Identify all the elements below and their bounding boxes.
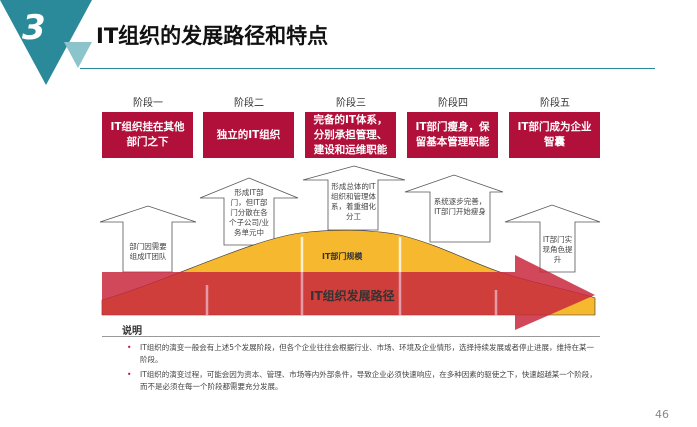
up-arrow-2 xyxy=(199,177,299,246)
stage-box-4: IT部门瘦身，保留基本管理职能 xyxy=(407,112,498,158)
stage-note-1: 部门因需要组成IT团队 xyxy=(129,242,167,261)
stage-note-5: IT部门实现角色提升 xyxy=(542,235,573,264)
stage-note-4: 系统逐步完善，IT部门开始瘦身 xyxy=(433,197,487,216)
development-arrow xyxy=(102,255,595,330)
stage-label-2: 阶段二 xyxy=(234,98,264,109)
stage-box-3: 完备的IT体系，分别承担管理、建设和运维职能 xyxy=(305,112,396,158)
stage-note-3: 形成总体的IT组织和管理体系，着重细化分工 xyxy=(331,182,376,221)
up-arrows xyxy=(99,165,601,273)
note-item-2: IT组织的演变过程，可能会因为资本、管理、市场等内外部条件，导致企业必须快速响应… xyxy=(127,369,600,393)
page-number: 46 xyxy=(655,408,669,421)
section-triangle xyxy=(0,0,92,85)
scale-label: IT部门规模 xyxy=(322,252,363,261)
path-label: IT组织发展路径 xyxy=(310,289,395,303)
stage-box-1: IT组织挂在其他部门之下 xyxy=(102,112,193,158)
section-number: 3 xyxy=(22,8,46,48)
stage-label-1: 阶段一 xyxy=(133,98,163,109)
up-arrow-4 xyxy=(404,174,504,243)
stage-note-2: 形成IT部门，但IT部门分散在各个子公司/业务单元中 xyxy=(228,188,270,237)
title-divider xyxy=(80,68,655,69)
up-arrow-1 xyxy=(99,205,197,273)
stage-box-2: 独立的IT组织 xyxy=(203,112,294,158)
section-small-triangle xyxy=(64,42,92,68)
stage-box-5: IT部门成为企业智囊 xyxy=(509,112,600,158)
stage-label-5: 阶段五 xyxy=(540,98,570,109)
stage-label-4: 阶段四 xyxy=(438,98,468,109)
notes-title: 说明 xyxy=(122,326,142,337)
note-item-1: IT组织的演变一般会有上述5个发展阶段，但各个企业往往会根据行业、市场、环境及企… xyxy=(127,342,600,366)
stage-label-3: 阶段三 xyxy=(336,98,366,109)
up-arrow-5 xyxy=(504,204,601,273)
page-title: IT组织的发展路径和特点 xyxy=(96,24,329,48)
notes-divider xyxy=(102,336,600,337)
up-arrow-3 xyxy=(302,165,406,231)
